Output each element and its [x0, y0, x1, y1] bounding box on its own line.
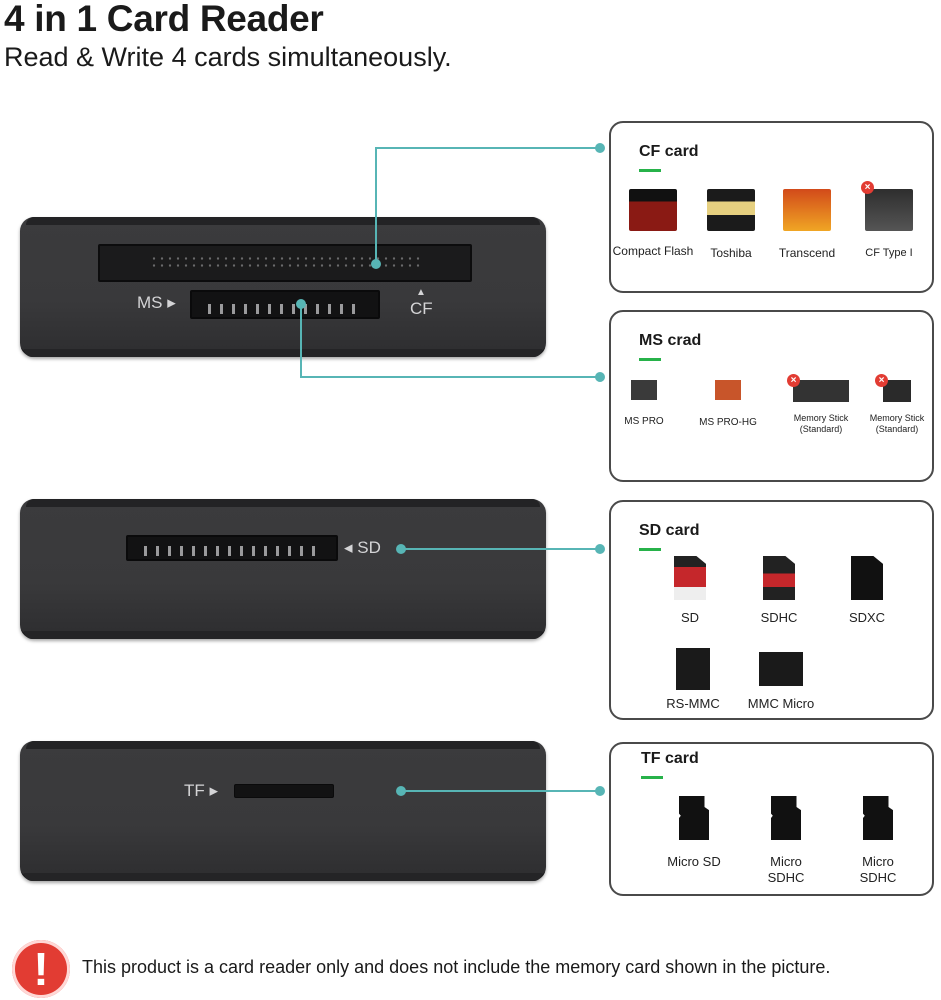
card-label: MS PRO-HG [699, 417, 757, 428]
rs-mmc-card: RS-MMC [666, 648, 720, 711]
cf-connector-horizontal [375, 147, 600, 149]
card-label: Micro SDHC [767, 854, 805, 885]
ms-pro-hg-card-icon [715, 380, 741, 400]
tf-connector-end-dot [595, 786, 605, 796]
sd-connector-line [400, 548, 600, 550]
tf-slot [234, 784, 334, 798]
cf-type-i-card-icon [865, 189, 913, 231]
card-reader-tf-side: TF ▸ [20, 741, 546, 881]
page-subtitle: Read & Write 4 cards simultaneously. [4, 42, 452, 72]
unsupported-x-icon: × [861, 181, 874, 194]
ms-panel-title: MS crad [639, 332, 702, 349]
memory-stick-duo-card: × Memory Stick (Standard) [870, 374, 924, 434]
memory-stick-standard-card: × Memory Stick (Standard) [787, 374, 849, 434]
micro-sdhc-card: Micro SDHC [860, 796, 896, 885]
ms-slot [190, 290, 380, 319]
footer-notice: This product is a card reader only and d… [82, 957, 831, 977]
card-label: RS-MMC [666, 696, 720, 711]
sdxc-card: SDXC [849, 556, 885, 625]
tf-panel-underline [641, 776, 663, 779]
mmc-micro-card-icon [759, 652, 803, 686]
sd-slot-label: ◂ SD [344, 538, 381, 557]
ms-card-panel: MS crad MS PRO MS PRO-HG × Memory Stick … [609, 310, 934, 482]
sd-panel-underline [639, 548, 661, 551]
tf-card-panel: TF card Micro SD Micro SDHC Micro SDHC [609, 742, 934, 896]
ms-connector-horizontal [300, 376, 600, 378]
sd-panel-title: SD card [639, 522, 700, 539]
sd-card-icon [674, 556, 706, 600]
cf-panel-title: CF card [639, 143, 699, 160]
page-title: 4 in 1 Card Reader [4, 0, 324, 39]
card-reader-sd-side: ◂ SD [20, 499, 546, 639]
card-reader-cf-ms-side: MS ▸ ▲ CF [20, 217, 546, 357]
card-label: SDXC [848, 610, 886, 625]
cf-connector-vertical [375, 147, 377, 264]
compact-flash-card: Compact Flash [613, 189, 693, 258]
memory-stick-duo-card-icon [883, 380, 911, 402]
toshiba-card-icon [707, 189, 755, 231]
cf-arrow-icon: ▲ [416, 287, 426, 298]
mmc-micro-card: MMC Micro [748, 652, 814, 711]
ms-slot-label: MS ▸ [137, 293, 176, 312]
tf-panel-title: TF card [641, 750, 699, 767]
card-label: CF Type I [865, 247, 913, 259]
cf-panel-underline [639, 169, 661, 172]
card-label: Memory Stick (Standard) [793, 413, 849, 434]
toshiba-cf-card: Toshiba [707, 189, 755, 260]
card-label: Memory Stick (Standard) [869, 413, 925, 434]
ms-panel-underline [639, 358, 661, 361]
card-label: Micro SDHC [859, 854, 897, 885]
transcend-cf-card: Transcend [779, 189, 835, 260]
tf-slot-label: TF ▸ [184, 781, 219, 800]
tf-connector-line [400, 790, 600, 792]
transcend-card-icon [783, 189, 831, 231]
micro-sdhc-card: Micro SDHC [768, 796, 804, 885]
tf-connector-dot [396, 786, 406, 796]
cf-card-panel: CF card Compact Flash Toshiba Transcend … [609, 121, 934, 293]
sd-connector-dot [396, 544, 406, 554]
ms-pro-card: MS PRO [624, 380, 664, 427]
memory-stick-card-icon [793, 380, 849, 402]
card-label: Micro SD [667, 854, 721, 869]
rs-mmc-card-icon [676, 648, 710, 690]
ms-pro-card-icon [631, 380, 657, 400]
sd-card: SD [674, 556, 706, 625]
unsupported-x-icon: × [787, 374, 800, 387]
sdxc-card-icon [851, 556, 883, 600]
ms-connector-dot [296, 299, 306, 309]
card-label: Compact Flash [612, 244, 694, 258]
cf-slot [98, 244, 472, 282]
micro-sd-card: Micro SD [667, 796, 721, 869]
ms-connector-end-dot [595, 372, 605, 382]
compact-flash-card-icon [629, 189, 677, 231]
sdhc-card-icon [763, 556, 795, 600]
sd-slot [126, 535, 338, 561]
cf-type-i-card: × CF Type I [861, 181, 913, 259]
ms-pro-hg-card: MS PRO-HG [699, 380, 757, 428]
sd-card-panel: SD card SD SDHC SDXC RS-MMC MMC Micro [609, 500, 934, 720]
card-label: SDHC [760, 610, 798, 625]
cf-connector-end-dot [595, 143, 605, 153]
sd-connector-end-dot [595, 544, 605, 554]
sdhc-card: SDHC [761, 556, 797, 625]
cf-slot-label: CF [410, 299, 433, 318]
card-label: SD [680, 610, 700, 625]
card-label: MMC Micro [747, 696, 815, 711]
card-label: Toshiba [710, 246, 752, 260]
micro-sd-card-icon [679, 796, 709, 840]
micro-sdhc-card-icon [863, 796, 893, 840]
ms-connector-vertical [300, 303, 302, 377]
warning-icon: ! [12, 940, 70, 998]
micro-sdhc-card-icon [771, 796, 801, 840]
unsupported-x-icon: × [875, 374, 888, 387]
cf-connector-dot [371, 259, 381, 269]
card-label: Transcend [778, 246, 836, 260]
card-label: MS PRO [624, 416, 664, 427]
